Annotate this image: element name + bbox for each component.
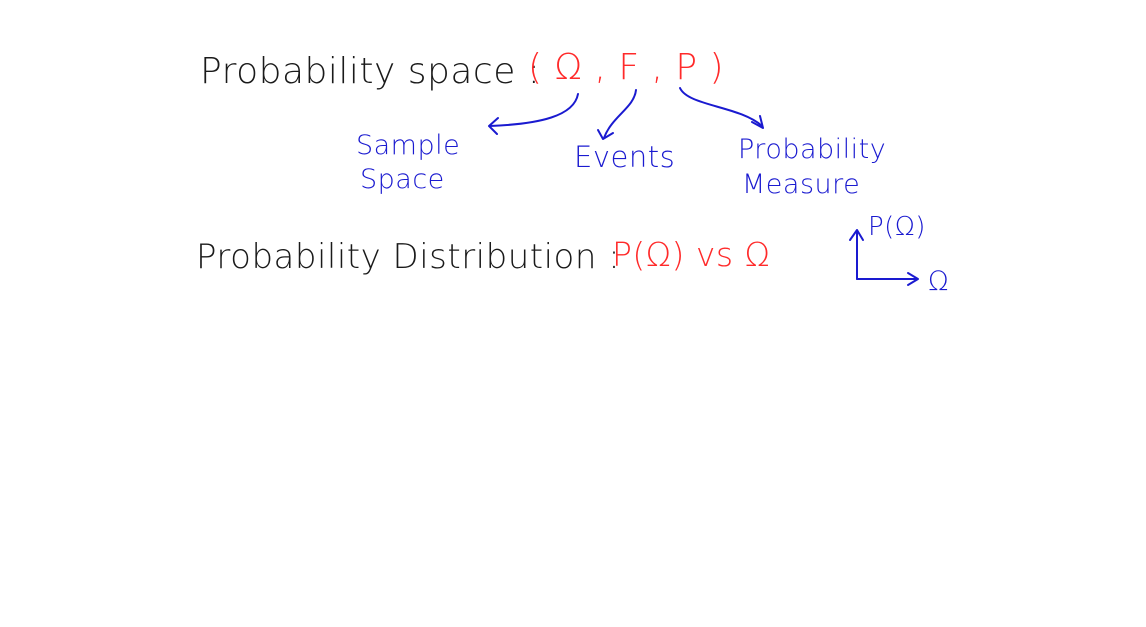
arrowhead-events (597, 129, 614, 140)
sample-space-label-line1: Sample (356, 130, 461, 161)
sample-space-label-line2: Space (360, 164, 445, 195)
axis-x-label: Ω (928, 266, 950, 297)
probability-measure-label-line1: Probability (738, 134, 887, 165)
arrowhead-sample-space (488, 117, 499, 135)
events-label: Events (574, 140, 676, 174)
probability-measure-label-line2: Measure (742, 169, 861, 200)
arrowhead-measure (751, 115, 764, 129)
arrow-f-to-events (603, 89, 637, 139)
axis-y-arrowhead (849, 229, 864, 241)
axis-x-arrowhead (907, 272, 919, 286)
probability-distribution-label: Probability Distribution : (196, 237, 621, 277)
axis-y-label: P(Ω) (868, 212, 926, 242)
probability-distribution-expression: P(Ω) vs Ω (612, 235, 771, 274)
arrow-p-to-measure (679, 87, 763, 127)
arrow-omega-to-sample-space (489, 93, 579, 127)
probability-space-tuple: ( Ω , F , P ) (528, 47, 725, 88)
probability-space-label: Probability space : (200, 51, 541, 92)
